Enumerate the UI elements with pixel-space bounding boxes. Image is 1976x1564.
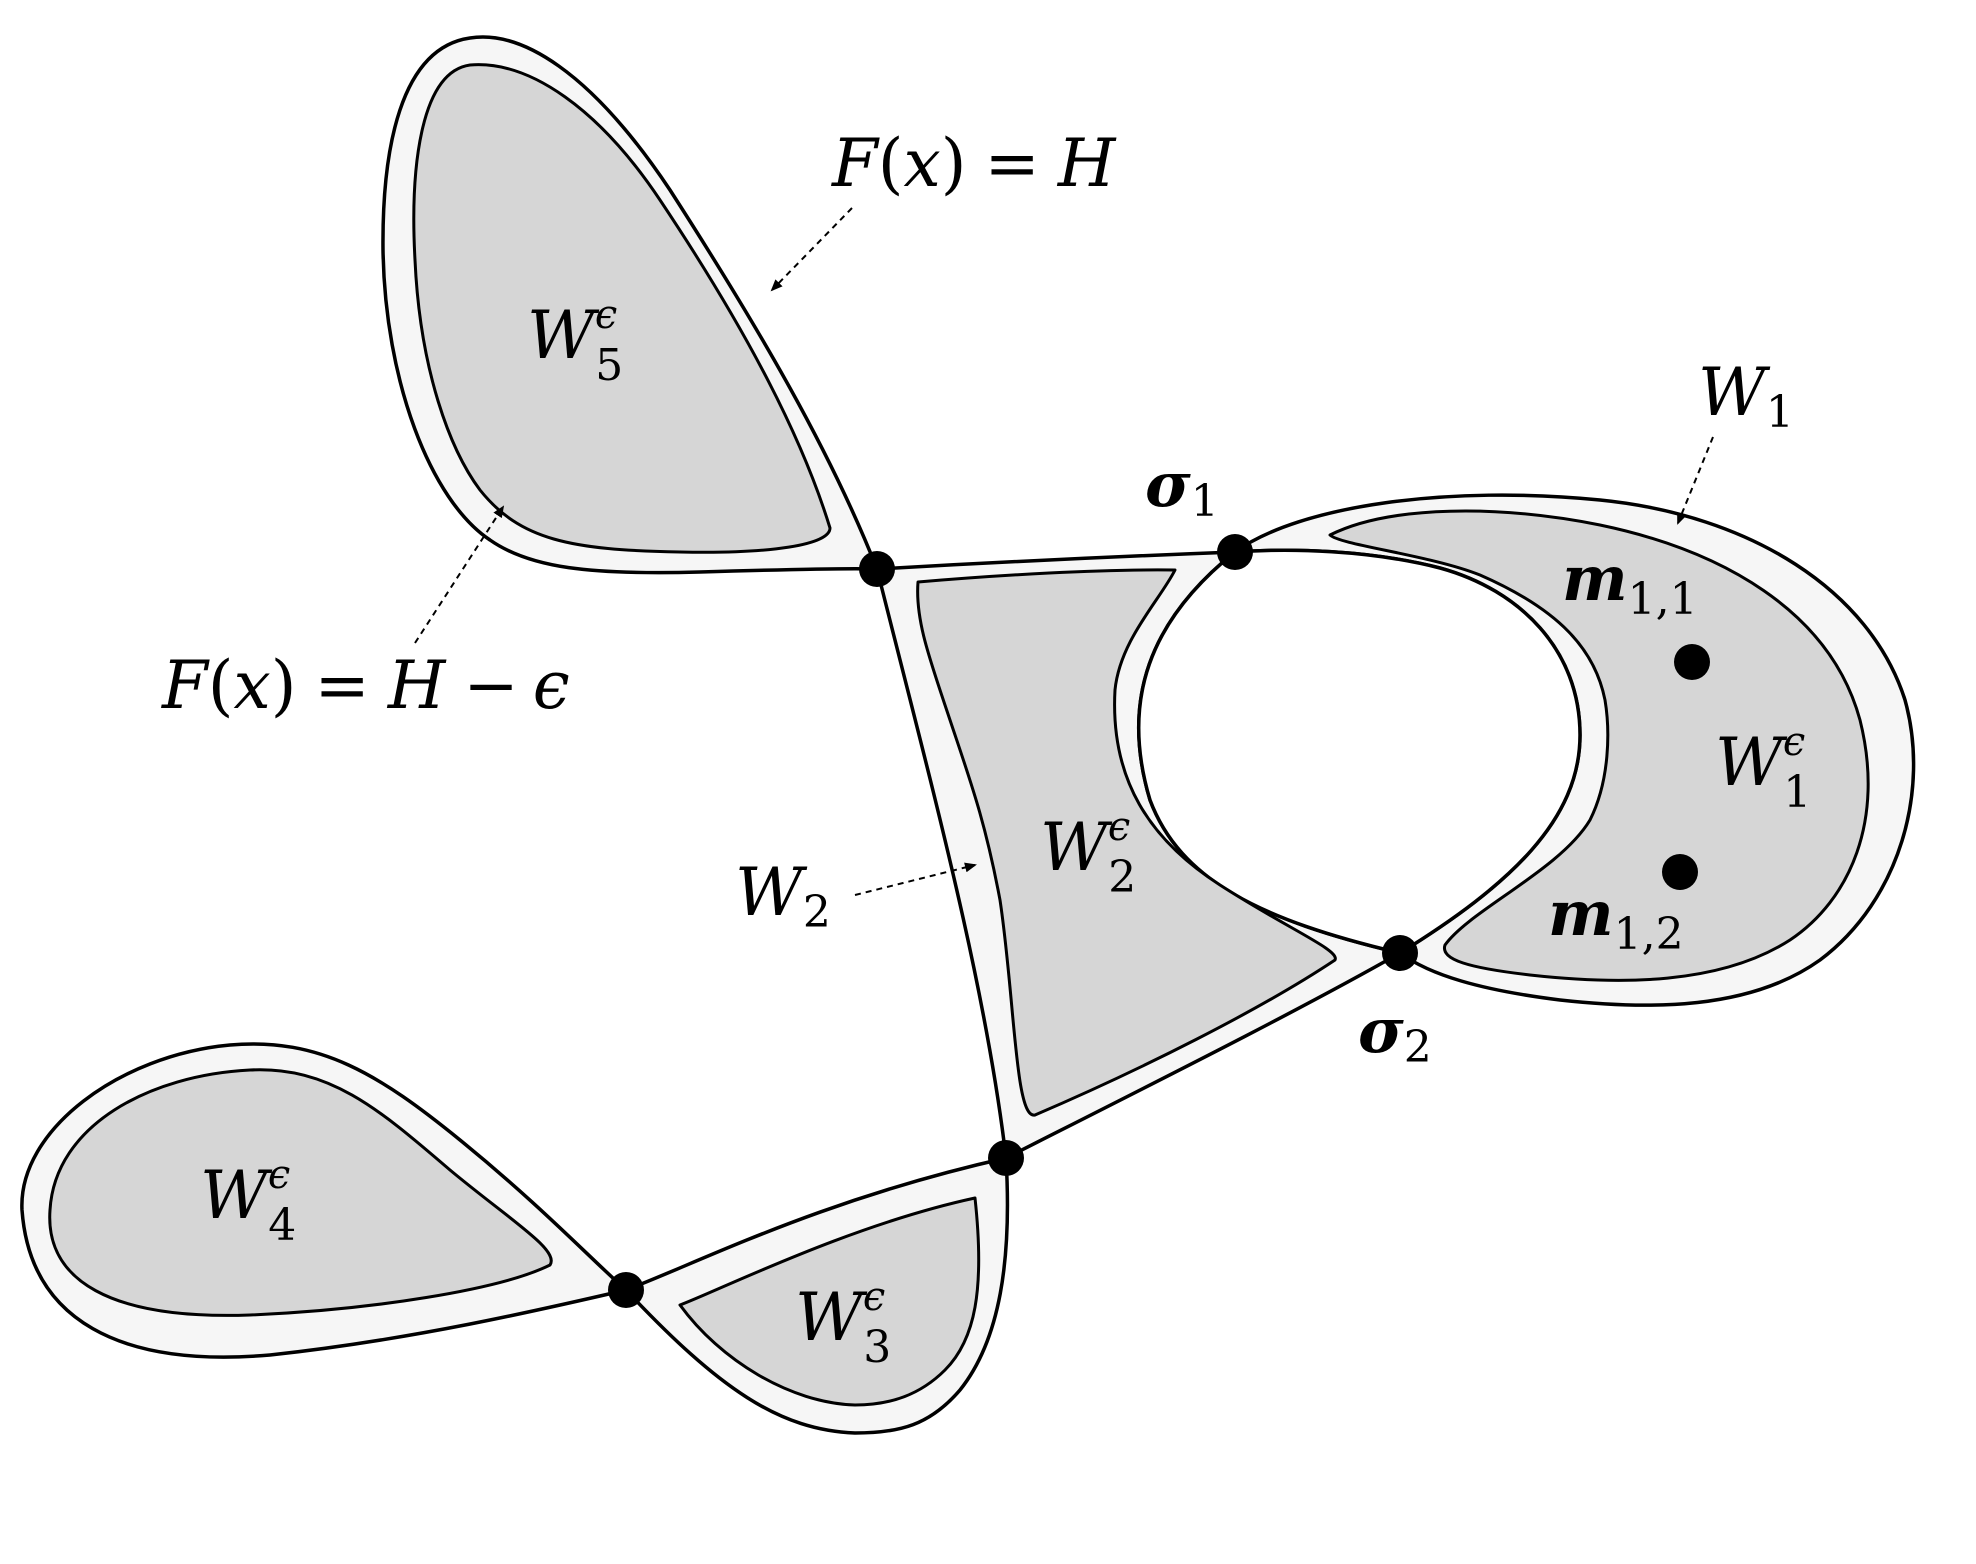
arrow-W1 <box>1677 436 1714 525</box>
saddle-point-W5-W2 <box>859 551 895 587</box>
minimum-m12 <box>1662 854 1698 890</box>
saddle-point-W2-W3 <box>988 1140 1024 1176</box>
saddle-point-sigma1 <box>1217 534 1253 570</box>
arrow-level-H-eps <box>414 505 505 644</box>
arrow-W2 <box>854 862 977 896</box>
label-level-H-eps: F(x)=H−ϵ <box>161 647 570 724</box>
minimum-m11 <box>1674 644 1710 680</box>
region-W2-eps <box>916 568 1337 1117</box>
label-sigma1: σ1 <box>1145 448 1219 527</box>
arrow-level-H <box>770 207 853 292</box>
label-sigma2: σ2 <box>1358 994 1432 1073</box>
label-m11: m1,1 <box>1562 542 1698 625</box>
region-W4-eps <box>48 1068 553 1317</box>
saddle-point-sigma2 <box>1382 935 1418 971</box>
inner-hole <box>1137 548 1582 955</box>
region-W1-eps <box>1328 509 1870 982</box>
saddle-point-W3-W4 <box>608 1272 644 1308</box>
region-W5-eps <box>412 63 832 554</box>
label-level-H: F(x)=H <box>831 125 1117 202</box>
label-m12: m1,2 <box>1548 877 1684 960</box>
label-W2: W2 <box>735 854 831 938</box>
label-W1: W1 <box>1698 354 1794 438</box>
region-W3-eps <box>678 1196 981 1407</box>
